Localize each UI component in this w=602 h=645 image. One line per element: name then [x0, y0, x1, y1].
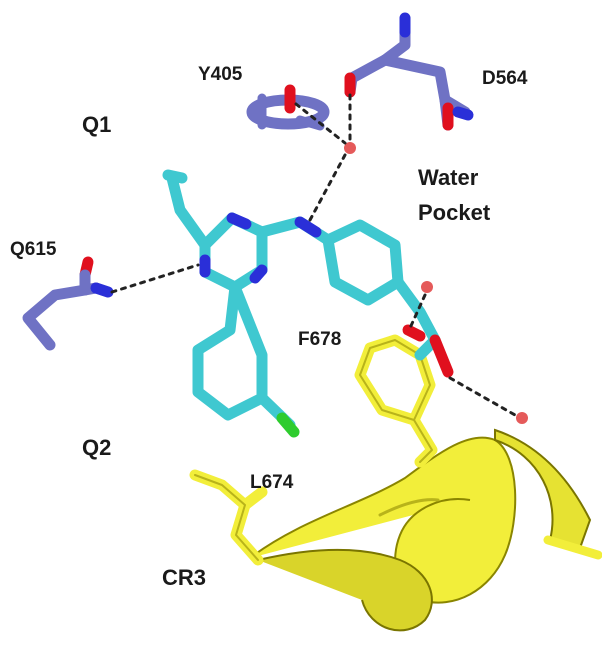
water-2 — [421, 281, 433, 293]
water-pocket-label-line1: Water — [418, 165, 479, 190]
cr3-label: CR3 — [162, 565, 206, 590]
l674-label: L674 — [250, 472, 294, 493]
q615-label: Q615 — [10, 239, 57, 260]
q615-residue — [22, 256, 114, 351]
hydrogen-bonds — [110, 93, 517, 417]
d564-label: D564 — [482, 68, 528, 89]
water-pocket-label-line2: Pocket — [418, 200, 491, 225]
l674-residue — [189, 469, 268, 566]
f678-label: F678 — [298, 329, 341, 350]
q2-label: Q2 — [82, 435, 111, 460]
water-1 — [344, 142, 356, 154]
y405-residue — [246, 84, 330, 131]
f678-residue — [354, 334, 438, 468]
ligand — [162, 169, 454, 438]
water-molecules — [344, 142, 528, 424]
d564-residue — [344, 12, 474, 131]
q1-label: Q1 — [82, 112, 111, 137]
water-3 — [516, 412, 528, 424]
cr3-helix — [249, 428, 602, 632]
y405-label: Y405 — [198, 64, 243, 85]
